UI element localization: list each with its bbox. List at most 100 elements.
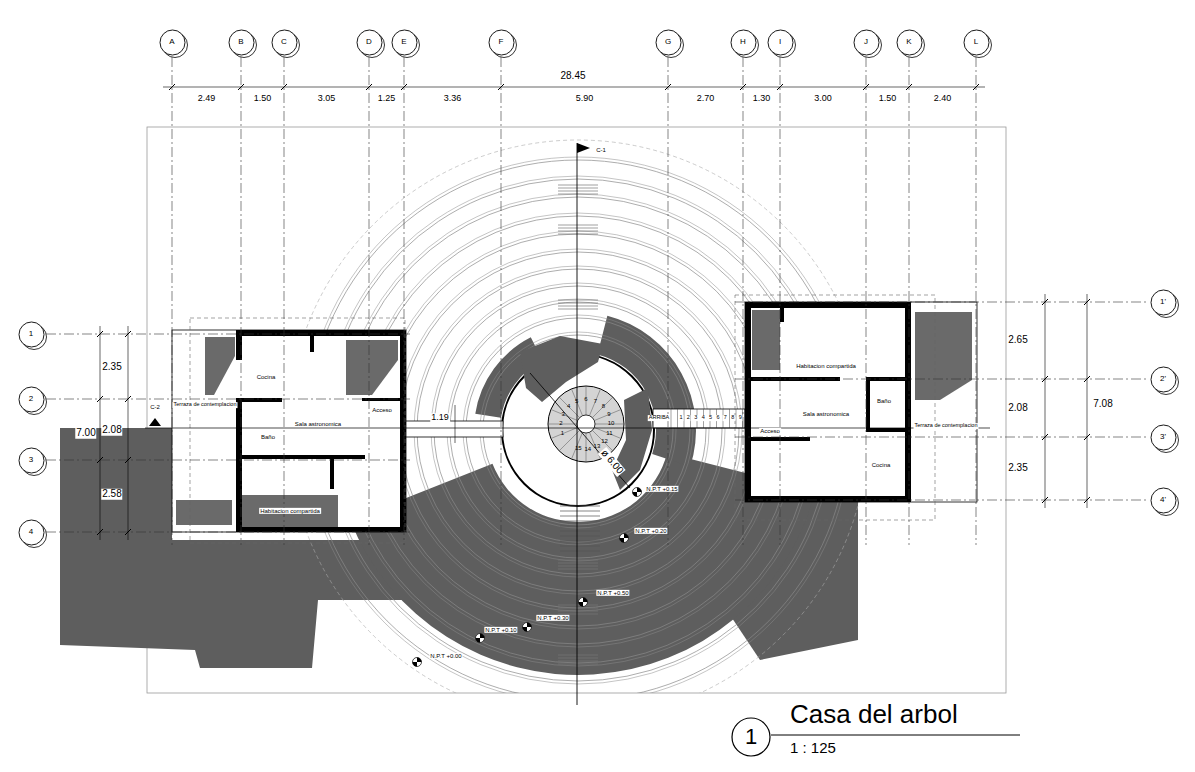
terrace-ring <box>400 252 756 608</box>
stair-step <box>558 611 598 612</box>
room-name: Baño <box>876 398 892 404</box>
stair-step <box>560 521 600 522</box>
dimension-tick <box>1084 434 1090 440</box>
step-number: ARRIBA <box>648 415 670 421</box>
grid-label: L <box>974 38 978 46</box>
grid-label: B <box>238 38 243 46</box>
grid-label: I <box>779 38 781 46</box>
interior-shadow <box>915 312 972 400</box>
step-number: 8 <box>601 403 606 409</box>
stair-step <box>558 658 598 659</box>
room-name: Cocina <box>871 462 892 468</box>
step-number: 3 <box>693 415 698 421</box>
grid-label: 3 <box>29 456 33 464</box>
grid-bubble: 4' <box>1150 487 1177 514</box>
view-number-circle: 1 <box>731 717 771 757</box>
bubble-circle <box>1151 488 1176 513</box>
section-line <box>577 143 578 705</box>
diameter-line <box>530 373 630 488</box>
stair-step <box>558 608 598 609</box>
level-marker-fill <box>523 627 528 632</box>
grid-line <box>501 57 502 545</box>
dimension-line <box>455 405 456 443</box>
bubble-circle <box>160 30 185 55</box>
grid-label: 3' <box>1160 433 1166 441</box>
wall <box>780 302 784 322</box>
dimension-text: 7.08 <box>1092 399 1113 410</box>
drawing-scale: 1 : 125 <box>790 740 836 755</box>
grid-bubble: A <box>159 29 186 56</box>
stair-tread <box>551 427 578 438</box>
stair-step <box>736 409 737 428</box>
level-marker-ring <box>413 658 422 667</box>
stair-step <box>558 566 598 567</box>
stair-step <box>558 303 598 304</box>
view-number: 1 <box>745 726 757 748</box>
stair-step <box>560 536 600 537</box>
wall <box>905 302 911 502</box>
stair-step <box>560 546 600 547</box>
level-marker-fill <box>579 602 584 607</box>
grid-label: E <box>401 38 406 46</box>
bubble-circle <box>1151 367 1176 392</box>
level-marker <box>476 634 485 643</box>
level-marker-fill <box>620 538 625 543</box>
room-name: Habitacion compartida <box>795 363 857 369</box>
wall <box>240 330 406 336</box>
grid-bubble: G <box>655 29 682 56</box>
grid-bubble: 3' <box>1150 424 1177 451</box>
dimension-tick <box>1042 299 1048 305</box>
dimension-text: C-2 <box>149 404 161 410</box>
grid-label: F <box>499 38 504 46</box>
dimension-tick <box>740 84 746 90</box>
dimension-text: C-1 <box>595 147 607 153</box>
terrace-ring <box>382 234 774 626</box>
dimension-text: 1.50 <box>878 94 898 103</box>
drawing-title: Casa del arbol <box>790 701 958 727</box>
grid-label: 4 <box>29 528 33 536</box>
grid-bubble: I <box>767 29 794 56</box>
grid-label: K <box>906 38 911 46</box>
stair-step <box>558 664 598 665</box>
grid-bubble: 1' <box>1150 289 1177 316</box>
grid-label: D <box>366 38 372 46</box>
step-number: 9 <box>606 411 611 417</box>
bubble-circle <box>731 30 756 55</box>
dimension-text: 2.40 <box>933 94 953 103</box>
grid-bubble: 3 <box>18 447 45 474</box>
dimension-tick <box>863 84 869 90</box>
level-marker-fill <box>637 488 642 493</box>
stair-step <box>558 661 598 662</box>
interior-shadow <box>176 500 232 525</box>
step-number: 2 <box>686 415 691 421</box>
grid-bubble: C <box>271 29 298 56</box>
level-marker <box>413 658 422 667</box>
stair-tread <box>594 427 621 438</box>
grid-label: 1 <box>29 330 33 338</box>
grid-label: C <box>281 38 287 46</box>
stair-step <box>560 526 600 527</box>
room-name: Acceso <box>371 407 393 413</box>
room-name: Acceso <box>759 428 781 434</box>
step-number: 1 <box>560 429 565 435</box>
dimension-text: 3.36 <box>443 94 463 103</box>
wall <box>240 455 365 459</box>
bubble-circle <box>19 322 44 347</box>
dimension-text: 1.25 <box>377 94 397 103</box>
stair-step <box>558 185 598 186</box>
grid-bubble: 1 <box>18 321 45 348</box>
dimension-line <box>163 87 985 88</box>
grid-line <box>866 57 867 545</box>
level-text: N.P.T +0.50 <box>596 590 629 596</box>
dimension-tick <box>125 457 131 463</box>
level-marker-fill <box>527 623 532 628</box>
bubble-circle <box>656 30 681 55</box>
bubble-circle <box>357 30 382 55</box>
grid-bubble: F <box>488 29 515 56</box>
dimension-tick <box>125 529 131 535</box>
grid-label: 2 <box>29 395 33 403</box>
step-number: 4 <box>701 415 706 421</box>
grid-line <box>976 57 977 545</box>
